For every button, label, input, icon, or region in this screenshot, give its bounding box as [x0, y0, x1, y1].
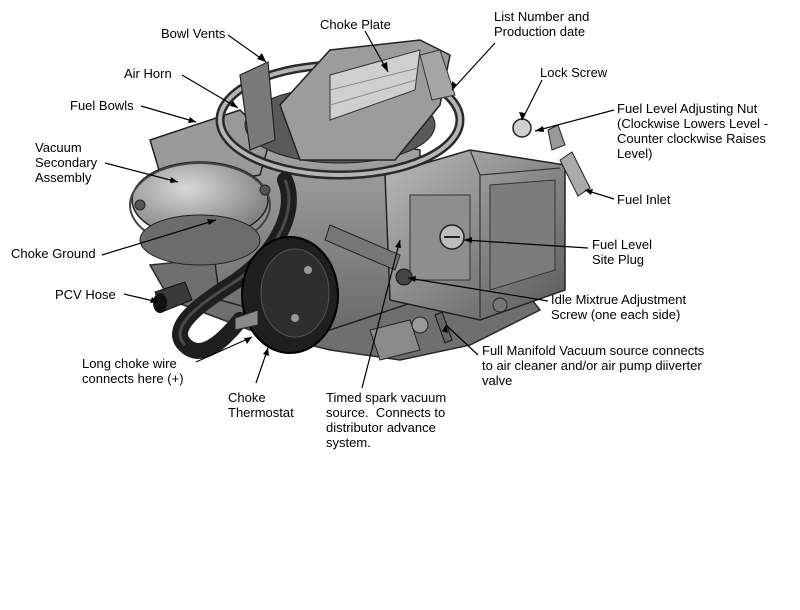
- leader-idle-mixture: [407, 277, 549, 302]
- bowl-vent-tube: [239, 61, 276, 151]
- lock-screw: [512, 118, 532, 138]
- label-fuel-level-nut: Fuel Level Adjusting Nut (Clockwise Lowe…: [617, 101, 768, 161]
- label-list-number: List Number and Production date: [494, 9, 590, 39]
- leader-fuel-bowls: [140, 105, 197, 123]
- leader-vacuum-secondary: [104, 162, 179, 183]
- leader-list-number: [451, 42, 496, 91]
- leader-arrowheads: [150, 53, 593, 356]
- label-full-manifold: Full Manifold Vacuum source connects to …: [482, 343, 705, 388]
- leader-full-manifold: [445, 324, 479, 356]
- label-bowl-vents: Bowl Vents: [161, 26, 226, 41]
- idle-screw: [395, 268, 413, 286]
- label-choke-plate: Choke Plate: [320, 17, 391, 32]
- label-pcv-hose: PCV Hose: [55, 287, 116, 302]
- label-idle-mixture: Idle Mixtrue Adjustment Screw (one each …: [551, 292, 687, 322]
- label-timed-spark: Timed spark vacuum source. Connects to d…: [326, 390, 447, 450]
- label-vacuum-secondary: Vacuum Secondary Assembly: [35, 140, 98, 185]
- label-long-choke-wire: Long choke wire connects here (+): [82, 356, 184, 386]
- label-fuel-level-plug: Fuel Level Site Plug: [592, 237, 652, 267]
- label-air-horn: Air Horn: [124, 66, 172, 81]
- leader-lock-screw: [521, 79, 543, 121]
- label-choke-ground: Choke Ground: [11, 246, 96, 261]
- leader-choke-ground: [101, 219, 217, 256]
- fuel-inlet-fitting: [559, 151, 591, 197]
- label-lock-screw: Lock Screw: [540, 65, 608, 80]
- leader-timed-spark: [361, 239, 401, 389]
- leader-long-choke-wire: [195, 336, 253, 363]
- label-fuel-bowls: Fuel Bowls: [70, 98, 134, 113]
- leader-fuel-level-nut: [534, 109, 615, 132]
- label-choke-thermostat: Choke Thermostat: [228, 390, 294, 420]
- leader-site-plug: [463, 239, 589, 249]
- label-fuel-inlet: Fuel Inlet: [617, 192, 671, 207]
- leader-air-horn: [181, 74, 239, 109]
